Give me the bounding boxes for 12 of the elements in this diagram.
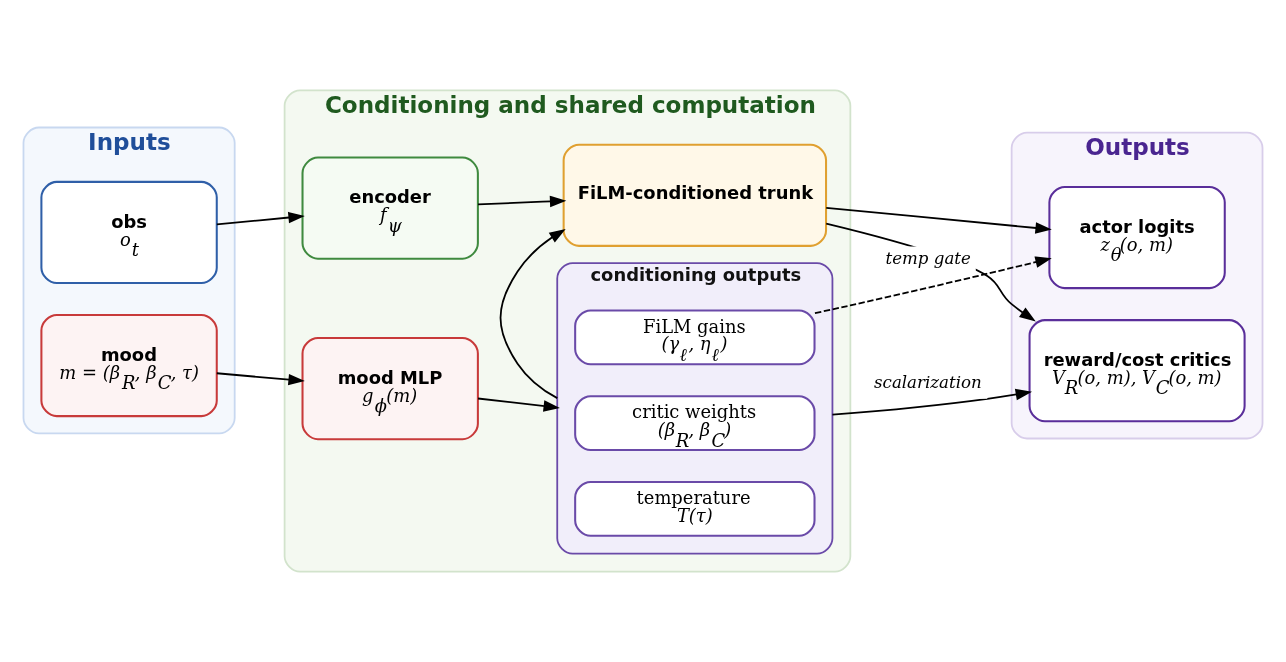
edge-label: temp gate xyxy=(885,248,971,268)
arrow xyxy=(477,397,560,412)
node-box: FiLM-conditioned trunk xyxy=(562,143,828,247)
arrow xyxy=(215,211,305,226)
arrow xyxy=(831,388,1033,416)
arrow xyxy=(477,195,567,208)
edge-label: scalarization xyxy=(874,372,982,392)
arrow xyxy=(499,228,566,400)
arrow xyxy=(825,206,1052,234)
arrow xyxy=(215,372,305,386)
arrow xyxy=(814,256,1052,314)
node-box: temperature T(τ) xyxy=(574,481,816,537)
